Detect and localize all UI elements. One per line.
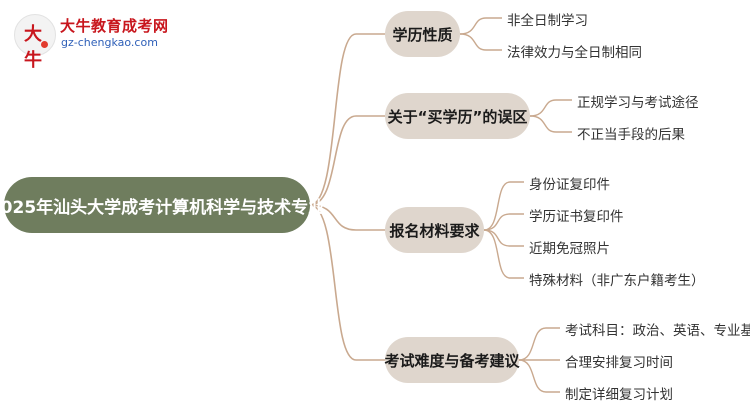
link-branch-4-leaf-3 [518, 359, 560, 393]
logo-dot-icon [41, 41, 48, 48]
link-branch-3-leaf-2 [483, 213, 524, 231]
site-logo[interactable]: 大牛 大牛教育成考网 gz-chengkao.com [14, 12, 168, 71]
branch-node-3: 报名材料要求 [385, 207, 484, 253]
mindmap-root-node: 2025年汕头大学成考计算机科学与技术专业 [0, 177, 325, 233]
leaf-3-4: 特殊材料（非广东户籍考生） [529, 273, 705, 289]
link-root-branch-3 [309, 204, 385, 231]
branch-node-4: 考试难度与备考建议 [385, 337, 520, 383]
link-root-branch-2 [309, 115, 385, 206]
leaf-4-1: 考试科目：政治、英语、专业基础 [565, 323, 750, 339]
leaf-1-2: 法律效力与全日制相同 [507, 45, 642, 61]
link-branch-4-leaf-1 [518, 327, 560, 361]
leaf-4-2: 合理安排复习时间 [565, 355, 673, 371]
logo-mark-icon: 大牛 [14, 14, 56, 71]
leaf-1-1: 非全日制学习 [507, 13, 588, 29]
link-branch-3-leaf-4 [483, 229, 524, 279]
link-root-branch-1 [309, 33, 385, 206]
leaf-3-3: 近期免冠照片 [529, 241, 610, 257]
link-branch-1-leaf-2 [459, 33, 502, 51]
leaf-2-1: 正规学习与考试途径 [577, 95, 699, 111]
branch-node-2: 关于“买学历”的误区 [385, 93, 530, 139]
link-branch-3-leaf-1 [483, 181, 524, 231]
leaf-3-2: 学历证书复印件 [529, 209, 624, 225]
link-branch-2-leaf-1 [529, 99, 572, 117]
leaf-3-1: 身份证复印件 [529, 177, 610, 193]
link-root-branch-4 [309, 204, 385, 361]
logo-url: gz-chengkao.com [61, 36, 158, 49]
branch-node-1: 学历性质 [385, 11, 460, 57]
link-branch-1-leaf-1 [459, 17, 502, 35]
logo-mark-glyph: 大牛 [24, 24, 42, 71]
logo-title: 大牛教育成考网 [60, 17, 169, 35]
leaf-2-2: 不正当手段的后果 [577, 127, 685, 143]
leaf-4-3: 制定详细复习计划 [565, 387, 673, 403]
link-branch-2-leaf-2 [529, 115, 572, 133]
